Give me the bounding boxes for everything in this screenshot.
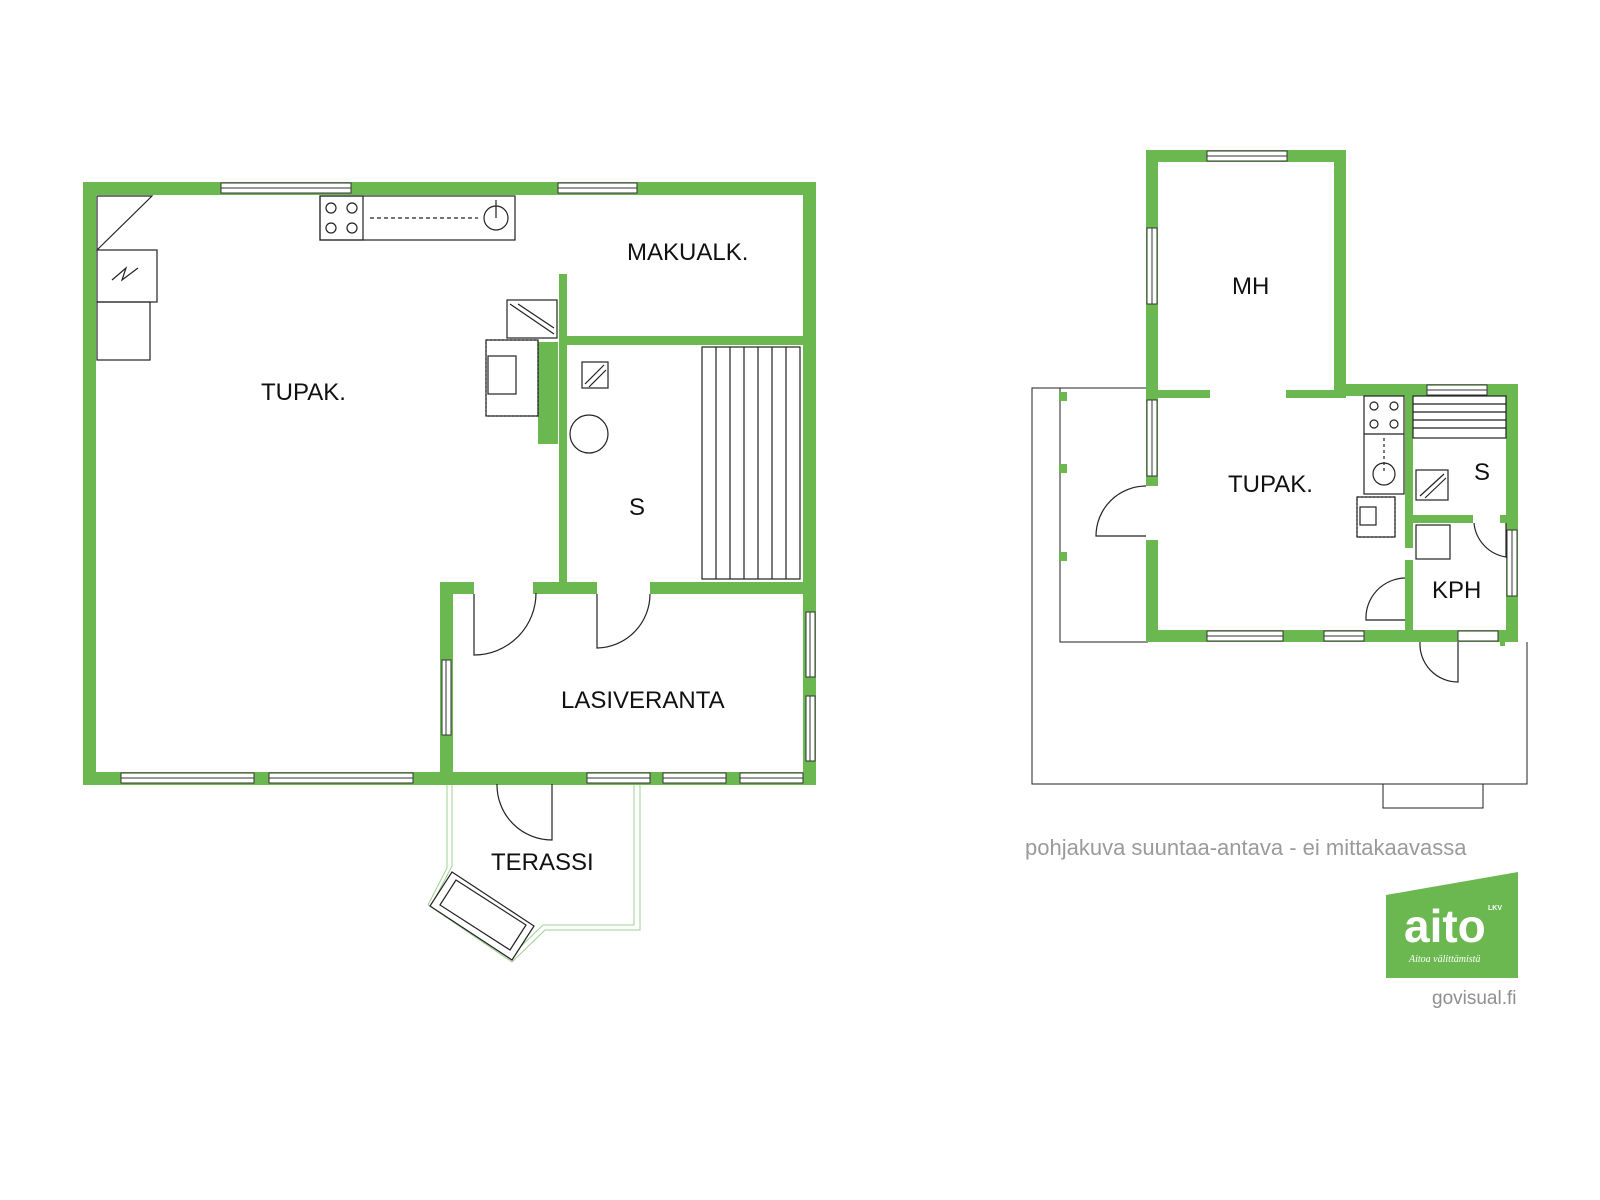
logo-badge: LKV xyxy=(1488,905,1502,912)
left-fixtures xyxy=(96,195,801,841)
right-floor-plan: MH TUPAK. S KPH xyxy=(1031,150,1528,809)
logo-name: aito xyxy=(1404,900,1486,952)
credit-text: govisual.fi xyxy=(1432,988,1517,1009)
left-floor-plan: TUPAK. MAKUALK. S LASIVERANTA TERASSI xyxy=(83,182,816,963)
disclaimer-caption: pohjakuva suuntaa-antava - ei mittakaava… xyxy=(1025,835,1467,860)
room-label-tupak-right: TUPAK. xyxy=(1228,471,1313,498)
right-deck-posts xyxy=(1059,392,1505,646)
room-label-makualk: MAKUALK. xyxy=(627,239,748,266)
room-label-kph: KPH xyxy=(1432,577,1481,604)
left-window-centerlines xyxy=(121,187,811,779)
right-fixtures xyxy=(1095,395,1507,683)
aito-logo: aito LKV Aitoa välittämistä xyxy=(1386,872,1518,978)
room-label-lasiveranta: LASIVERANTA xyxy=(561,687,725,714)
room-label-mh: MH xyxy=(1232,273,1269,300)
terrace-bench xyxy=(429,871,535,961)
right-window-centerlines xyxy=(1151,155,1513,637)
room-label-sauna-right: S xyxy=(1474,459,1490,486)
room-label-terassi: TERASSI xyxy=(491,849,594,876)
room-label-sauna: S xyxy=(629,494,645,521)
room-label-tupak: TUPAK. xyxy=(261,379,346,406)
logo-tagline: Aitoa välittämistä xyxy=(1408,954,1480,965)
